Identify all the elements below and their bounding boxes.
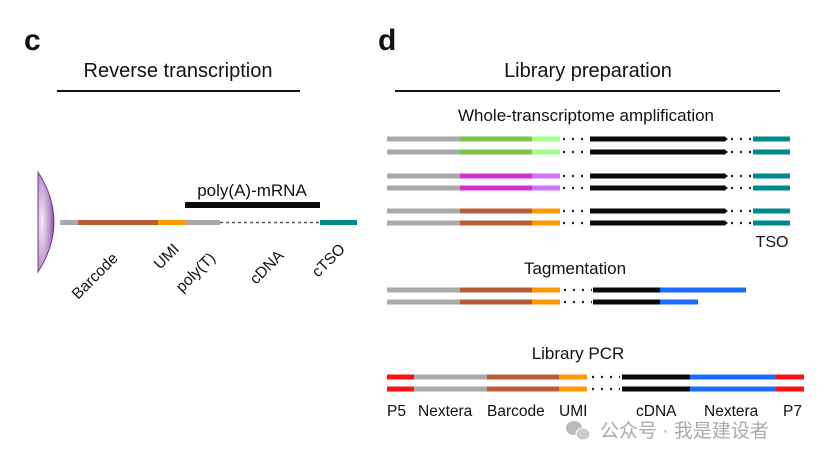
mrna-label: poly(A)-mRNA (197, 181, 307, 200)
panel-c: c Reverse transcription poly(A)-mRNA Bar… (24, 24, 357, 303)
umi-segment (559, 386, 587, 392)
barcode-segment (460, 299, 532, 305)
cdna-segment (590, 149, 724, 155)
arrow-head (724, 208, 728, 214)
label-ctso: cTSO (309, 241, 349, 281)
panel-letter-d: d (378, 24, 396, 57)
handle-segment (387, 220, 460, 226)
pcr-label-umi: UMI (559, 403, 587, 420)
tso-segment (753, 173, 790, 179)
handle-segment (387, 208, 460, 214)
barcode-segment (78, 220, 158, 225)
label-barcode: Barcode (69, 250, 122, 303)
watermark: 公众号 · 我是建设者 (566, 420, 769, 442)
arrow-head (724, 220, 728, 226)
polyt-segment (186, 220, 220, 225)
nextera-segment (660, 287, 746, 293)
handle-segment (387, 173, 460, 179)
barcode-segment (460, 136, 532, 142)
p7-segment (776, 386, 804, 392)
nextera-segment (690, 374, 776, 380)
arrow-head (724, 136, 728, 142)
tagmentation-title: Tagmentation (524, 259, 626, 278)
handle-segment (387, 185, 460, 191)
cdna-segment (593, 287, 660, 293)
nextera-segment (690, 386, 776, 392)
barcode-segment (460, 220, 532, 226)
pcr-label-p7: P7 (783, 403, 802, 420)
cdna-segment (590, 173, 724, 179)
umi-segment (532, 208, 560, 214)
umi-segment (532, 136, 560, 142)
handle-segment (387, 299, 460, 305)
umi-segment (532, 299, 560, 305)
cdna-segment (593, 299, 660, 305)
umi-segment (532, 149, 560, 155)
pcr-label-barcode: Barcode (487, 403, 545, 420)
handle-segment (387, 287, 460, 293)
handle-segment (387, 136, 460, 142)
cdna-segment (622, 386, 690, 392)
barcode-segment (460, 208, 532, 214)
barcode-segment (460, 287, 532, 293)
tso-segment (753, 208, 790, 214)
umi-segment (532, 173, 560, 179)
barcode-segment (487, 386, 559, 392)
label-cdna: cDNA (247, 247, 288, 288)
pcr-label-cdna: cDNA (636, 403, 677, 420)
p5-segment (387, 386, 414, 392)
handle-segment (387, 149, 460, 155)
umi-segment (532, 287, 560, 293)
tagmentation-strands (387, 287, 746, 305)
nextera-segment (414, 386, 487, 392)
linker-segment (60, 220, 78, 225)
umi-segment (559, 374, 587, 380)
tso-segment (753, 185, 790, 191)
umi-segment (158, 220, 186, 225)
p7-segment (776, 374, 804, 380)
panel-letter-c: c (24, 24, 41, 57)
tso-label: TSO (756, 234, 789, 251)
tso-segment (753, 149, 790, 155)
wta-strands (387, 136, 790, 226)
watermark-text: 公众号 · 我是建设者 (600, 420, 769, 442)
umi-segment (532, 220, 560, 226)
label-polyt: poly(T) (173, 250, 219, 296)
cdna-segment (622, 374, 690, 380)
barcode-segment (487, 374, 559, 380)
panel-d-title: Library preparation (504, 60, 672, 82)
panel-d: d Library preparation Whole-transcriptom… (378, 24, 804, 420)
pcr-label-nextera-left: Nextera (418, 403, 473, 420)
wechat-icon (566, 421, 591, 441)
cdna-segment (590, 220, 724, 226)
p5-segment (387, 374, 414, 380)
pcr-label-nextera-right: Nextera (704, 403, 759, 420)
tso-segment (753, 136, 790, 142)
panel-c-title: Reverse transcription (84, 60, 273, 82)
cdna-segment (590, 185, 724, 191)
wta-title: Whole-transcriptome amplification (458, 106, 714, 125)
cdna-segment (590, 136, 724, 142)
umi-segment (532, 185, 560, 191)
mrna-bar (185, 202, 320, 208)
arrow-head (724, 185, 728, 191)
bead-icon (37, 170, 55, 274)
barcode-segment (460, 185, 532, 191)
pcr-title: Library PCR (532, 344, 625, 363)
nextera-segment (660, 299, 698, 305)
arrow-head (724, 173, 728, 179)
label-umi: UMI (151, 241, 183, 273)
barcode-segment (460, 173, 532, 179)
ctso-segment (320, 220, 357, 225)
tso-segment (753, 220, 790, 226)
rt-strand (60, 220, 357, 225)
pcr-strands (387, 374, 804, 392)
arrow-head (724, 149, 728, 155)
pcr-label-p5: P5 (387, 403, 406, 420)
barcode-segment (460, 149, 532, 155)
nextera-segment (414, 374, 487, 380)
cdna-segment (590, 208, 724, 214)
